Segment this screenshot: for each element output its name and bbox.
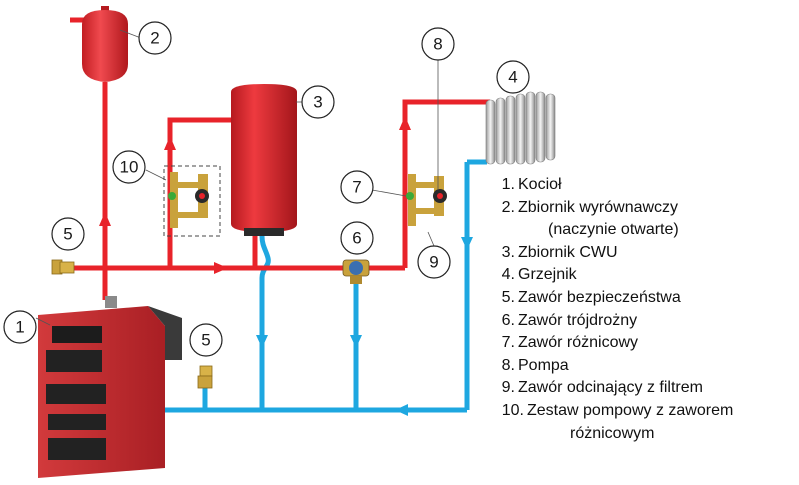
legend-item: 1.Kocioł — [496, 174, 733, 197]
legend-item-number: 1. — [501, 176, 515, 193]
legend-item: 5.Zawór bezpieczeństwa — [496, 287, 733, 310]
legend-item: 2.Zbiornik wyrównawczy — [496, 197, 733, 220]
legend-item-text: Zawór bezpieczeństwa — [518, 288, 681, 306]
return-arrows — [256, 237, 473, 416]
callout-5-bottom-label: 5 — [201, 331, 210, 350]
legend-item: 4.Grzejnik — [496, 264, 733, 287]
callout-10-label: 10 — [120, 158, 139, 177]
boiler — [38, 296, 182, 478]
legend-item-number: 6. — [501, 311, 515, 329]
callout-5-bottom: 5 — [189, 323, 223, 357]
callout-4-label: 4 — [508, 68, 517, 87]
legend-item-number: 10. — [501, 401, 524, 419]
legend-item: 7.Zawór różnicowy — [496, 332, 733, 355]
legend-item-continuation: (naczynie otwarte) — [548, 221, 679, 239]
pump-group-dhw — [163, 165, 221, 237]
callout-2-label: 2 — [150, 29, 159, 48]
legend-item-text: Zestaw pompowy z zaworem — [527, 401, 734, 419]
expansion-vessel — [82, 6, 128, 82]
legend-item-text: Grzejnik — [518, 266, 577, 284]
legend-item-continuation: różnicowym — [570, 424, 655, 442]
callout-1-label: 1 — [15, 318, 24, 337]
supply-arrows — [99, 116, 411, 274]
callout-7: 7 — [340, 170, 374, 204]
legend-item-text: Kocioł — [518, 176, 562, 193]
legend-item-text: Zawór odcinający z filtrem — [518, 379, 703, 397]
callout-2: 2 — [138, 21, 172, 55]
legend-item-number: 7. — [501, 334, 515, 352]
dhw-tank — [231, 84, 297, 236]
legend-item-text: Pompa — [518, 356, 569, 374]
leader-lines — [35, 29, 439, 326]
radiator — [485, 91, 556, 165]
callout-6-label: 6 — [352, 229, 361, 248]
legend-item-number: 4. — [501, 266, 515, 284]
callout-3-label: 3 — [313, 93, 322, 112]
three-way-valve — [342, 259, 370, 284]
legend-item-number: 3. — [501, 243, 515, 261]
legend-item: 9.Zawór odcinający z filtrem — [496, 377, 733, 400]
callout-8: 8 — [421, 27, 455, 61]
callout-5-top: 5 — [51, 217, 85, 251]
callout-4: 4 — [496, 60, 530, 94]
legend-item-number: 5. — [501, 288, 515, 306]
callout-8-label: 8 — [433, 35, 442, 54]
legend-item: 10.Zestaw pompowy z zaworem — [496, 400, 734, 423]
legend-item-text: Zawór trójdrożny — [518, 311, 638, 329]
legend-item: 6.Zawór trójdrożny — [496, 310, 733, 333]
callout-7-label: 7 — [352, 178, 361, 197]
pump-group-radiator — [406, 174, 447, 226]
legend-item: 3.Zbiornik CWU — [496, 242, 733, 265]
safety-valve-supply — [51, 259, 75, 275]
safety-valve-return — [197, 365, 213, 389]
legend-item-text: Zbiornik CWU — [518, 243, 618, 261]
callout-9: 9 — [417, 245, 451, 279]
callout-6: 6 — [340, 221, 374, 255]
callout-1: 1 — [3, 310, 37, 344]
legend-item-text: Zawór różnicowy — [518, 334, 639, 352]
legend-item-text: Zbiornik wyrównawczy — [518, 198, 679, 216]
callout-10: 10 — [112, 150, 146, 184]
legend-item: 8.Pompa — [496, 355, 733, 378]
legend-item-number: 9. — [501, 379, 515, 397]
callout-9-label: 9 — [429, 253, 438, 272]
callout-5-top-label: 5 — [63, 225, 72, 244]
legend-item-number: 2. — [501, 198, 515, 216]
callout-3: 3 — [301, 85, 335, 119]
legend-item-number: 8. — [501, 356, 515, 374]
